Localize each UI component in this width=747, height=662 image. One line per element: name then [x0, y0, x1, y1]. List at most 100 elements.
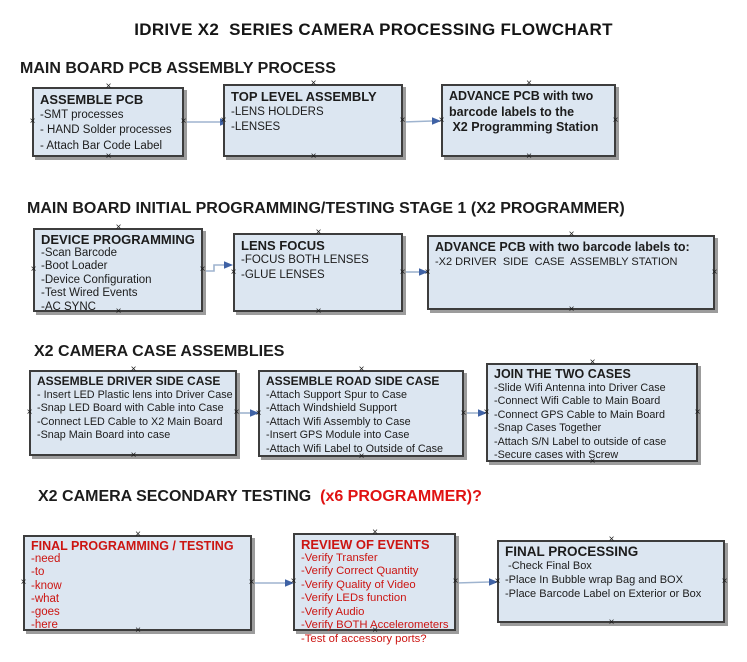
box-item: -Attach Wifi Label to Outside of Case	[266, 442, 444, 455]
glue-point-icon: ×	[255, 407, 262, 419]
box-item: - Attach Bar Code Label	[40, 139, 163, 152]
glue-point-icon: ×	[526, 78, 532, 89]
section-heading-x2-camera-secondary-testing: X2 CAMERA SECONDARY TESTING (x6 PROGRAMM…	[38, 488, 482, 506]
glue-point-icon: ×	[438, 114, 445, 126]
box-item: -Snap LED Board with Cable into Case	[37, 402, 224, 414]
box-title: JOIN THE TWO CASES	[494, 367, 631, 381]
flow-box-assemble-pcb: ASSEMBLE PCB-SMT processes - HAND Solder …	[30, 82, 187, 162]
flow-box-assemble-driver-side-case: ASSEMBLE DRIVER SIDE CASE- Insert LED Pl…	[27, 365, 240, 461]
glue-point-icon: ×	[310, 78, 317, 89]
flow-box-final-programming-testing: FINAL PROGRAMMING / TESTING-need-to-know…	[21, 530, 255, 636]
box-title: ASSEMBLE DRIVER SIDE CASE	[37, 374, 221, 388]
glue-point-icon: ×	[310, 151, 317, 162]
glue-point-icon: ×	[399, 266, 406, 278]
box-item: -Verify Quality of Video	[301, 578, 416, 591]
box-item: -Attach S/N Label to outside of case	[494, 435, 667, 448]
box-item: -Attach Windshield Support	[266, 402, 397, 414]
glue-point-icon: ×	[589, 456, 596, 467]
box-item: -Verify Audio	[301, 605, 365, 618]
glue-point-icon: ×	[315, 306, 322, 317]
section-heading-main-board-initial-programming-testing-stage-1: MAIN BOARD INITIAL PROGRAMMING/TESTING S…	[27, 200, 625, 218]
box-item: -Device Configuration	[41, 273, 152, 286]
box-item: -Attach Wifi Assembly to Case	[266, 415, 411, 428]
glue-point-icon: ×	[568, 229, 575, 240]
flow-box-device-programming: DEVICE PROGRAMMING-Scan Barcode-Boot Loa…	[31, 223, 206, 317]
glue-point-icon: ×	[26, 407, 33, 418]
glue-point-icon: ×	[608, 534, 615, 545]
glue-point-icon: ×	[233, 407, 240, 418]
flow-box-review-of-events: REVIEW OF EVENTS-Verify Transfer-Verify …	[291, 528, 459, 645]
box-item: -Place Barcode Label on Exterior or Box	[505, 588, 702, 600]
box-item: -Snap Main Board into case	[37, 429, 171, 441]
glue-point-icon: ×	[130, 450, 137, 461]
glue-point-icon: ×	[372, 527, 378, 538]
box-item: -X2 DRIVER SIDE CASE ASSEMBLY STATION	[435, 256, 678, 268]
box-item: -Boot Loader	[41, 260, 108, 272]
glue-point-icon: ×	[115, 306, 122, 317]
flow-box-join-the-two-cases: JOIN THE TWO CASES-Slide Wifi Antenna in…	[484, 358, 701, 467]
box-item: -what	[31, 592, 60, 605]
connector-line	[455, 581, 490, 584]
glue-point-icon: ×	[105, 81, 112, 92]
flow-box-advance-pcb-to-driver-side-case-station: ADVANCE PCB with two barcode labels to: -…	[425, 230, 718, 315]
glue-point-icon: ×	[29, 116, 36, 127]
glue-point-icon: ×	[135, 625, 141, 636]
box-item: - HAND Solder processes	[40, 124, 172, 136]
box-item: -Snap Cases Together	[494, 422, 602, 434]
glue-point-icon: ×	[248, 577, 255, 588]
glue-point-icon: ×	[711, 266, 718, 278]
section-heading-text: (x6 PROGRAMMER)?	[320, 488, 482, 505]
glue-point-icon: ×	[694, 406, 701, 418]
connector-line	[402, 120, 433, 123]
box-title: FINAL PROGRAMMING / TESTING	[31, 539, 234, 553]
box-item: -Verify LEDs function	[301, 592, 407, 604]
flow-box-lens-focus: LENS FOCUS-FOCUS BOTH LENSES-GLUE LENSES…	[231, 228, 406, 317]
box-item: -SMT processes	[40, 108, 124, 121]
glue-point-icon: ×	[460, 407, 467, 419]
box-item: -Check Final Box	[505, 560, 592, 572]
section-heading-text: X2 CAMERA CASE ASSEMBLIES	[34, 343, 285, 360]
box-item: -Verify Correct Quantity	[301, 565, 419, 577]
box-item: -know	[31, 579, 62, 592]
box-title: LENS FOCUS	[241, 238, 325, 253]
glue-point-icon: ×	[612, 114, 619, 126]
glue-point-icon: ×	[424, 266, 431, 278]
glue-point-icon: ×	[399, 114, 406, 126]
box-item: -Attach Support Spur to Case	[266, 388, 408, 401]
section-heading-text: MAIN BOARD PCB ASSEMBLY PROCESS	[20, 60, 336, 77]
flow-box-final-processing: FINAL PROCESSING -Check Final Box-Place …	[495, 535, 728, 628]
box-item: -Connect LED Cable to X2 Main Board	[37, 415, 223, 428]
box-item: -Verify BOTH Accelerometers	[301, 619, 449, 631]
box-item: -AC SYNC	[41, 300, 96, 313]
glue-point-icon: ×	[105, 151, 112, 162]
box-item: -Test Wired Events	[41, 287, 138, 299]
glue-point-icon: ×	[220, 114, 227, 126]
box-title: DEVICE PROGRAMMING	[41, 232, 195, 247]
glue-point-icon: ×	[358, 451, 365, 462]
glue-point-icon: ×	[30, 264, 37, 275]
box-item: -Scan Barcode	[41, 246, 118, 259]
glue-point-icon: ×	[130, 364, 137, 375]
box-item: -to	[31, 566, 45, 579]
glue-point-icon: ×	[180, 116, 187, 127]
box-title: ADVANCE PCB with two barcode labels to:	[435, 240, 690, 254]
box-item: -Verify Transfer	[301, 551, 378, 564]
section-heading-text: X2 CAMERA SECONDARY TESTING	[38, 488, 321, 505]
section-heading-main-board-pcb-assembly-process: MAIN BOARD PCB ASSEMBLY PROCESS	[20, 60, 336, 78]
glue-point-icon: ×	[358, 364, 365, 375]
glue-point-icon: ×	[452, 576, 459, 587]
box-item: -goes	[31, 606, 60, 619]
box-title: ASSEMBLE PCB	[40, 92, 144, 107]
section-heading-text: MAIN BOARD INITIAL PROGRAMMING/TESTING S…	[27, 200, 625, 217]
box-item: - Insert LED Plastic lens into Driver Ca…	[37, 388, 233, 401]
box-item: -Test of accessory ports?	[301, 632, 427, 645]
glue-point-icon: ×	[230, 266, 237, 278]
glue-point-icon: ×	[494, 575, 501, 587]
box-title: TOP LEVEL ASSEMBLY	[231, 89, 377, 104]
box-item: -Connect GPS Cable to Main Board	[494, 408, 666, 421]
box-item: -Place In Bubble wrap Bag and BOX	[505, 574, 683, 586]
box-item: -need	[31, 553, 61, 566]
flow-box-assemble-road-side-case: ASSEMBLE ROAD SIDE CASE-Attach Support S…	[256, 365, 467, 462]
